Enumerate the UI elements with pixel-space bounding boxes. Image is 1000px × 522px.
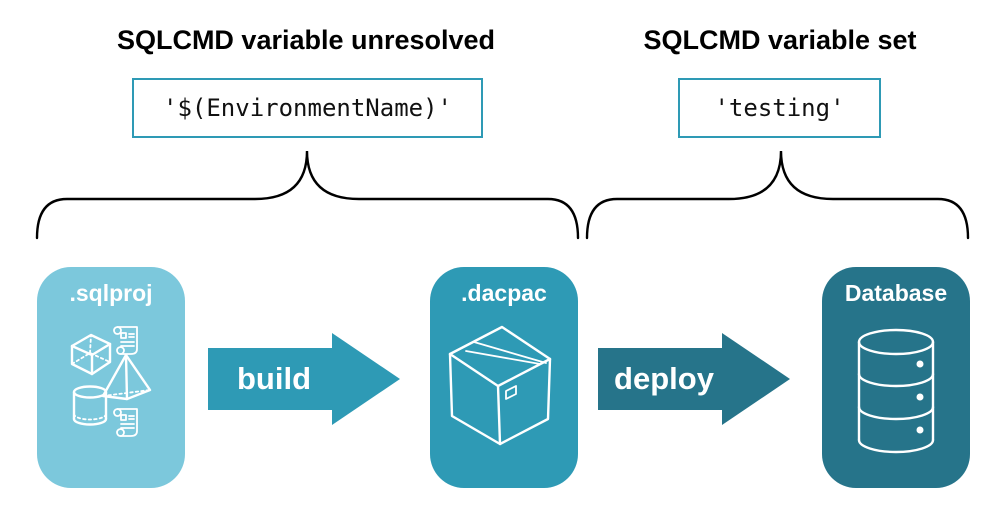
- build-arrow-label: build: [236, 361, 312, 396]
- arrow-shape: [598, 333, 790, 425]
- pyramid-icon: [101, 353, 152, 401]
- cylinder-icon: [72, 385, 108, 426]
- database-icon: [857, 328, 935, 454]
- left-annotation-title: SQLCMD variable unresolved: [116, 25, 496, 55]
- sqlcmd-variable-set-box: 'testing': [678, 78, 881, 138]
- arrow-shape: [208, 333, 400, 425]
- node-dacpac-label: .dacpac: [461, 280, 547, 306]
- node-database: Database: [822, 267, 970, 488]
- sql-objects-icon: [70, 326, 152, 437]
- node-database-label: Database: [844, 280, 948, 306]
- sqlcmd-variable-set-value: 'testing': [714, 94, 845, 122]
- node-dacpac: .dacpac: [430, 267, 578, 488]
- sqlcmd-variable-unresolved-value: '$(EnvironmentName)': [163, 94, 452, 122]
- node-sqlproj-label: .sqlproj: [69, 280, 153, 306]
- package-icon: [448, 325, 552, 446]
- right-annotation-title: SQLCMD variable set: [643, 25, 917, 55]
- curly-brace-right: [585, 150, 970, 240]
- build-arrow: build: [208, 333, 400, 425]
- node-sqlproj: .sqlproj: [37, 267, 185, 488]
- sqlcmd-variable-unresolved-box: '$(EnvironmentName)': [132, 78, 483, 138]
- deploy-arrow-label: deploy: [614, 361, 714, 396]
- cube-icon: [70, 333, 112, 376]
- script-icon: [113, 326, 138, 355]
- script-icon: [113, 408, 138, 437]
- deploy-arrow: deploy: [598, 333, 790, 425]
- curly-brace-left: [35, 150, 580, 240]
